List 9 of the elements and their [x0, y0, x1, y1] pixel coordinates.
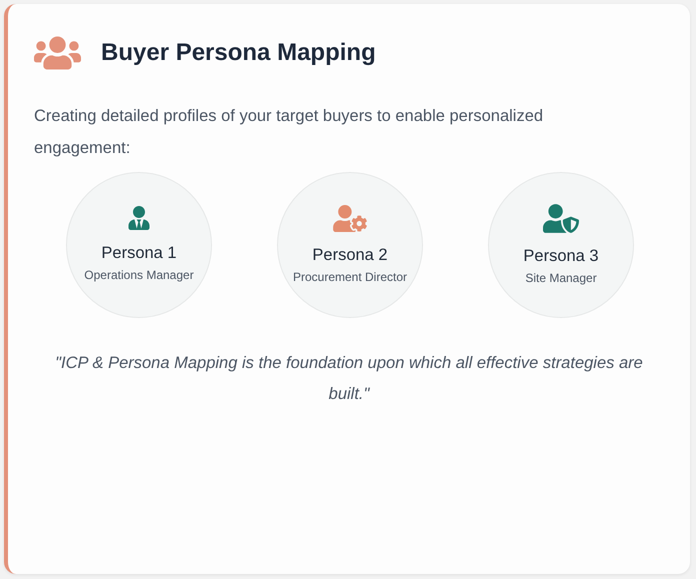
description-text: Creating detailed profiles of your target buyers to enable personalized engagement: — [34, 106, 544, 159]
persona-name: Persona 2 — [312, 244, 388, 266]
persona-name: Persona 3 — [523, 246, 599, 266]
persona-role: Operations Manager — [84, 267, 194, 284]
persona-role: Procurement Director — [292, 268, 408, 286]
persona-role: Site Manager — [525, 270, 597, 286]
quote-text: "ICP & Persona Mapping is the foundation upon which all effective strategies are built." — [54, 353, 644, 405]
title: Buyer Persona Mapping — [101, 38, 376, 68]
persona-name: Persona 1 — [101, 243, 177, 264]
